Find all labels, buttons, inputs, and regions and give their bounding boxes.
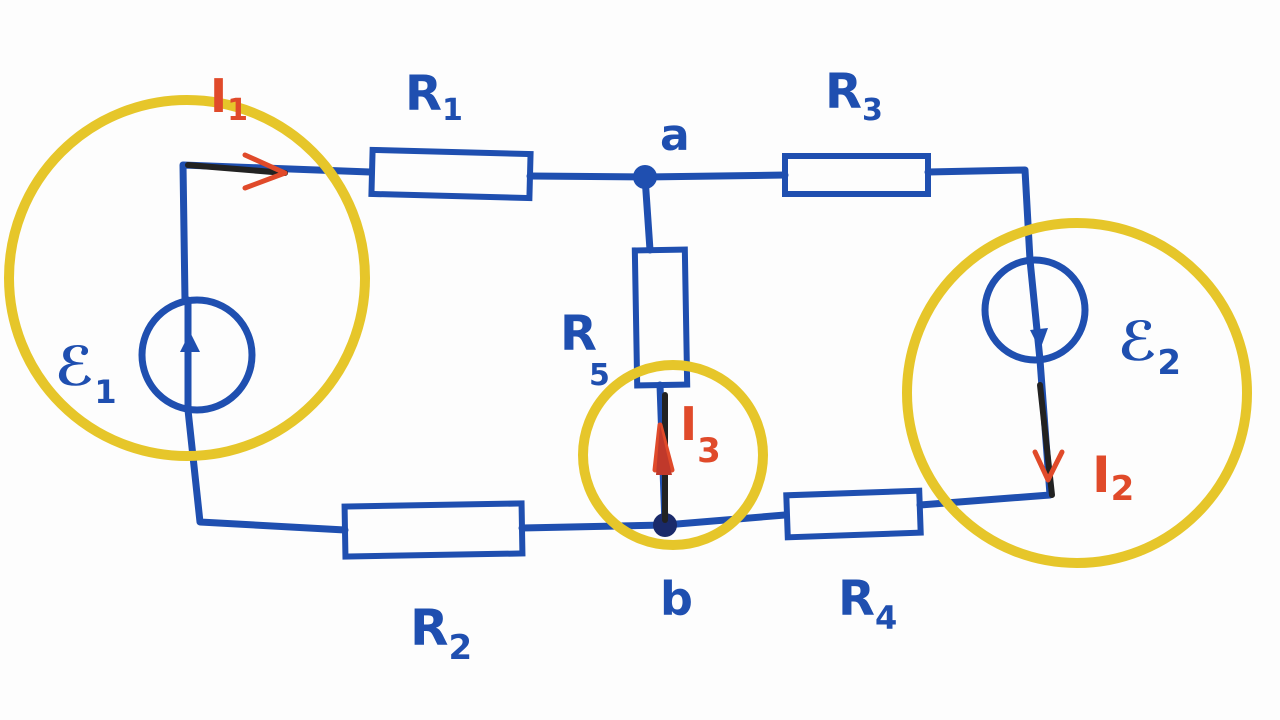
wire-a-r5 <box>641 173 654 254</box>
label-e1: ℰ1 <box>55 335 117 411</box>
current-arrow-i3 <box>652 392 675 523</box>
label-i2: I2 <box>1092 446 1134 509</box>
highlight-circle-e2 <box>902 218 1252 568</box>
current-arrow-i2 <box>1032 382 1065 498</box>
node-a-dot <box>633 165 657 189</box>
resistor-r2 <box>341 500 526 560</box>
label-r3: R3 <box>825 64 883 128</box>
wire-top-left <box>179 161 374 304</box>
emf-source-e1 <box>138 296 256 414</box>
label-e2: ℰ2 <box>1118 310 1181 383</box>
emf-source-e2 <box>981 256 1089 364</box>
label-node-a: a <box>660 110 690 161</box>
label-r1: R1 <box>405 66 463 128</box>
label-r2: R2 <box>410 599 472 668</box>
label-i3: I3 <box>680 397 721 471</box>
label-node-b: b <box>660 572 693 626</box>
resistor-r5 <box>631 246 691 389</box>
label-i1: I1 <box>210 69 248 128</box>
resistor-r1 <box>368 146 534 202</box>
resistor-r3 <box>782 153 931 197</box>
label-r4: R4 <box>838 571 897 637</box>
highlight-circle-i3 <box>578 360 768 550</box>
wire-r1-to-a <box>526 171 789 181</box>
highlight-circle-e1 <box>4 95 370 461</box>
wire-right-top <box>924 166 1034 264</box>
node-b-dot <box>653 513 677 537</box>
current-arrow-i1 <box>185 152 288 191</box>
wire-bottom-left <box>184 406 349 534</box>
resistor-r4 <box>783 487 924 541</box>
wire-right-down <box>916 356 1054 509</box>
